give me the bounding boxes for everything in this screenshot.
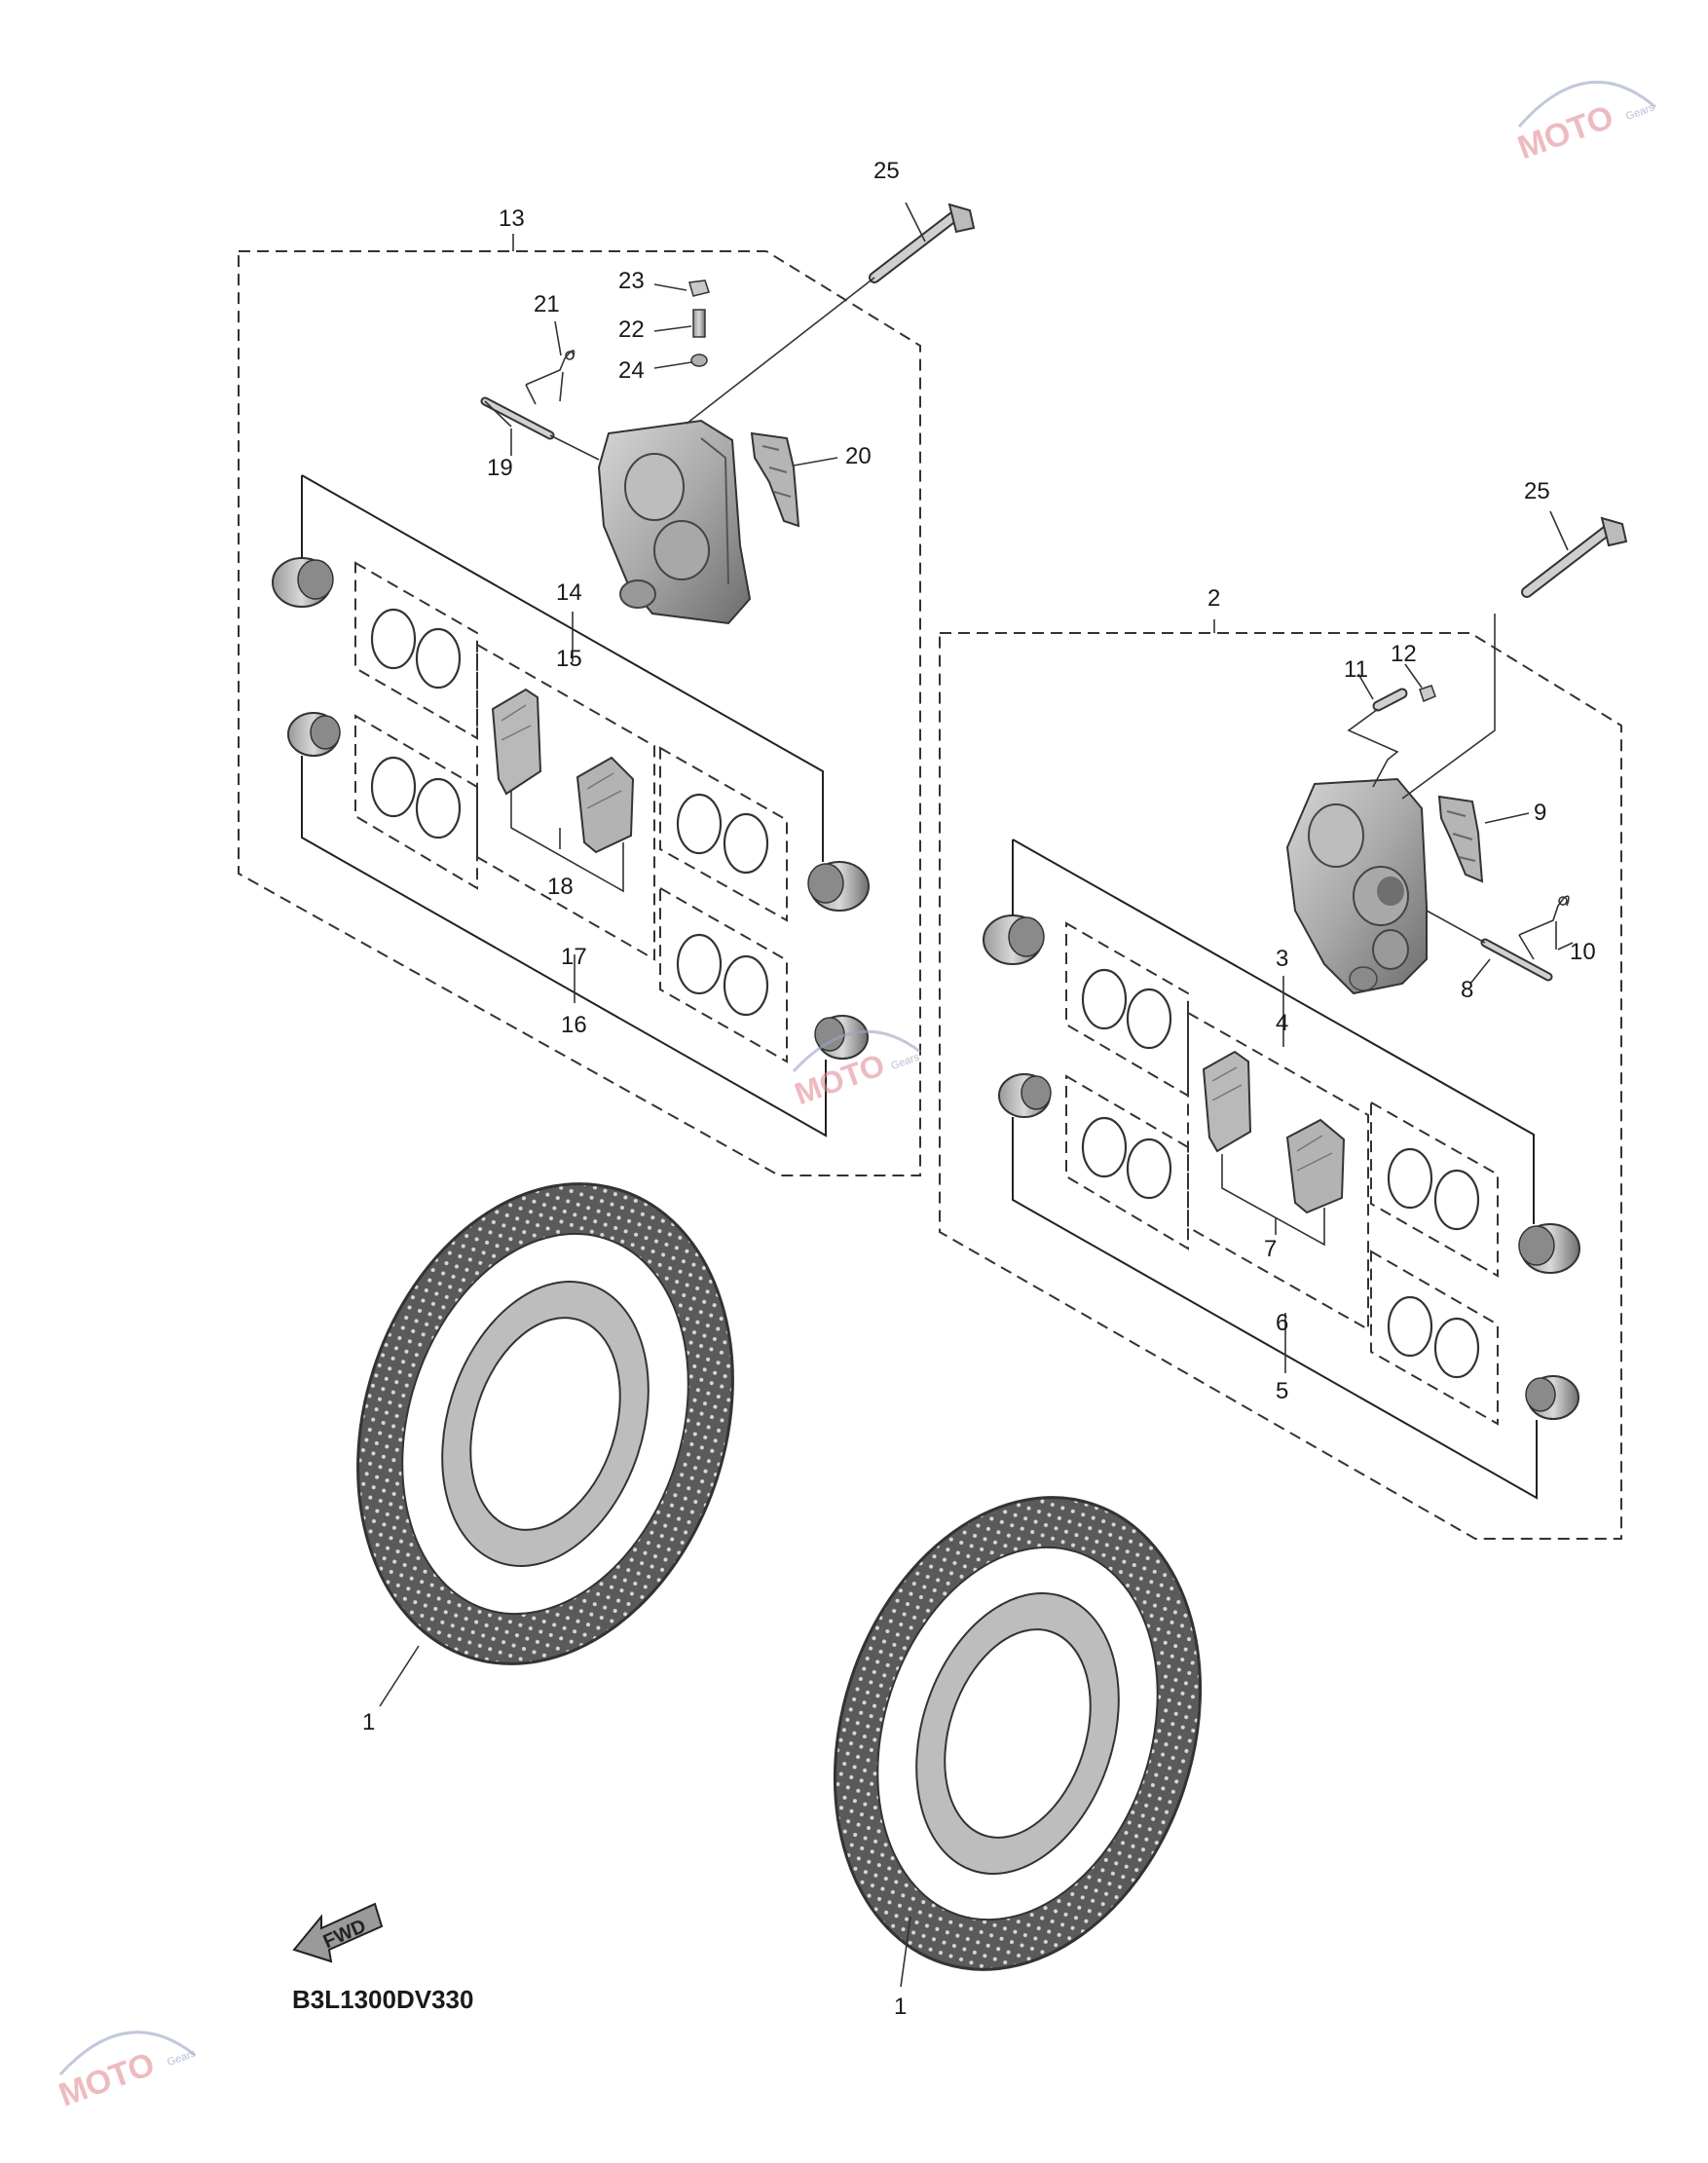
right-bleed-screw (1372, 688, 1408, 712)
callout-11: 11 (1344, 656, 1368, 683)
right-assembly-boundary (939, 632, 1622, 1540)
left-piston-bottom-a (287, 712, 341, 757)
right-clip (1518, 895, 1570, 960)
callout-1-left: 1 (362, 1709, 375, 1735)
callout-10: 10 (1570, 939, 1596, 965)
right-pad-spring (1437, 795, 1484, 883)
callout-1-right: 1 (894, 1994, 907, 2020)
watermark-logo-top-right: MOTO Gears (1513, 80, 1656, 167)
callout-labels: 13 25 21 23 22 24 19 20 14 15 18 17 16 2… (362, 158, 1596, 2020)
disc-left-leader (379, 1645, 420, 1707)
callout-13: 13 (499, 205, 525, 232)
svg-text:Gears: Gears (166, 2047, 198, 2069)
right-callout-leaders (1213, 510, 1574, 1373)
right-seal-set-lower-b (1370, 1249, 1499, 1426)
callout-24: 24 (618, 357, 645, 384)
right-bleed-cap (1419, 685, 1436, 703)
left-seal-set-lower-b (659, 886, 788, 1063)
callout-15: 15 (556, 646, 582, 672)
callout-25-left: 25 (873, 158, 900, 184)
callout-3: 3 (1276, 946, 1288, 972)
left-brake-pad-b (576, 756, 635, 854)
right-mounting-bolt (1401, 516, 1628, 800)
callout-19: 19 (487, 455, 513, 481)
svg-text:Gears: Gears (1624, 101, 1656, 123)
right-seal-set-upper-a (1065, 921, 1189, 1098)
callout-22: 22 (618, 317, 645, 343)
drawing-code: B3L1300DV330 (292, 1985, 473, 2014)
callout-12: 12 (1391, 641, 1417, 667)
right-seal-set-lower-a (1065, 1074, 1189, 1250)
brake-disc-right (833, 1496, 1203, 1971)
left-caliper-body (597, 419, 752, 625)
left-pad-spring (750, 431, 800, 528)
right-piston-bottom-a (998, 1073, 1052, 1118)
left-assembly-boundary (238, 250, 921, 1176)
left-pad-pin (480, 396, 600, 461)
right-caliper-body (1285, 777, 1428, 995)
left-clip (525, 350, 576, 405)
left-seal-set-lower-a (354, 714, 478, 890)
callout-14: 14 (556, 579, 582, 606)
left-piston-top-b (807, 861, 870, 912)
callout-21: 21 (534, 291, 560, 317)
right-pad-pin (1426, 910, 1553, 982)
brake-disc-left (356, 1182, 734, 1665)
right-pad-kit-boundary (1187, 1011, 1369, 1331)
left-bleed-washer (690, 354, 708, 367)
left-caliper-group (238, 203, 976, 1176)
right-piston-top-a (983, 914, 1045, 965)
callout-6: 6 (1276, 1310, 1288, 1336)
left-callout-leaders (510, 202, 926, 1003)
svg-text:MOTO: MOTO (1513, 98, 1618, 167)
right-piston-top-b (1518, 1223, 1580, 1274)
right-piston-bottom-b (1525, 1375, 1579, 1420)
svg-text:MOTO: MOTO (55, 2045, 160, 2113)
callout-2: 2 (1207, 585, 1220, 612)
right-seal-set-upper-b (1370, 1100, 1499, 1278)
callout-25-right: 25 (1524, 478, 1550, 504)
callout-16: 16 (561, 1012, 587, 1038)
right-brake-pad-a (1202, 1050, 1252, 1153)
callout-9: 9 (1534, 800, 1546, 826)
left-pad-kit-boundary (476, 643, 655, 961)
callout-23: 23 (618, 268, 645, 294)
callout-8: 8 (1461, 977, 1473, 1003)
right-bleed-leader (1347, 708, 1399, 788)
right-brake-pad-b (1285, 1118, 1346, 1214)
right-leader-lines (1012, 839, 1538, 1500)
callout-7: 7 (1264, 1236, 1277, 1262)
left-piston-top-a (272, 557, 334, 608)
left-brake-pad-a (491, 688, 542, 796)
callout-17: 17 (561, 944, 587, 970)
left-bleed-cap (688, 280, 710, 297)
left-mounting-bolt (686, 203, 976, 425)
left-bleed-screw (692, 309, 706, 338)
disc-right-leader (900, 1916, 911, 1988)
left-leader-lines (301, 400, 827, 1137)
callout-18: 18 (547, 874, 574, 900)
callout-20: 20 (845, 443, 872, 469)
left-seal-set-upper-a (354, 561, 478, 740)
callout-4: 4 (1276, 1010, 1288, 1036)
svg-text:Gears: Gears (890, 1051, 922, 1072)
fwd-arrow-icon: FWD (292, 1902, 384, 1963)
left-seal-set-upper-b (659, 746, 788, 922)
right-caliper-group (939, 516, 1628, 1540)
watermark-logo-bottom-left: MOTO Gears (55, 2031, 198, 2114)
callout-5: 5 (1276, 1378, 1288, 1404)
